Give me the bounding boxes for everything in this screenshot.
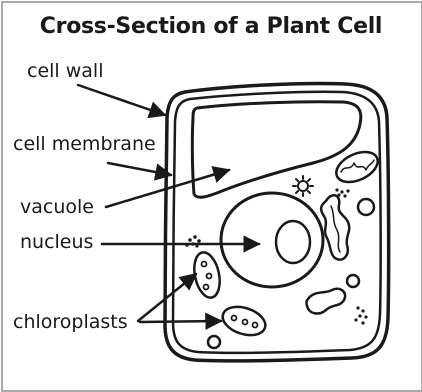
label-chloroplasts: chloroplasts [13,311,128,333]
arrow-cell-wall [78,85,165,115]
centrosome-shape [293,176,313,196]
nucleolus-shape [276,221,310,263]
chloroplast-lower-grana [232,316,258,328]
chloroplast-upper-grana [202,262,212,290]
golgi-inner [331,206,340,252]
mitochondrion-cristae [341,160,374,172]
vesicle-small-right [347,275,359,287]
arrow-cell-membrane [108,163,171,175]
chloroplast-lower-shape [219,302,269,340]
arrow-chloroplast-upper [138,274,196,321]
vesicle-small-bottom [208,336,220,348]
label-cell-wall: cell wall [27,60,103,82]
label-cell-membrane: cell membrane [13,133,156,155]
organelle-lower-right [306,289,345,314]
arrow-chloroplast-lower [140,321,221,322]
label-nucleus: nucleus [20,231,93,253]
label-vacuole: vacuole [20,196,94,218]
cell-membrane-shape [173,92,381,353]
vacuole-shape [192,102,360,198]
nucleus-shape [221,193,323,287]
vesicle-circle [358,199,374,215]
